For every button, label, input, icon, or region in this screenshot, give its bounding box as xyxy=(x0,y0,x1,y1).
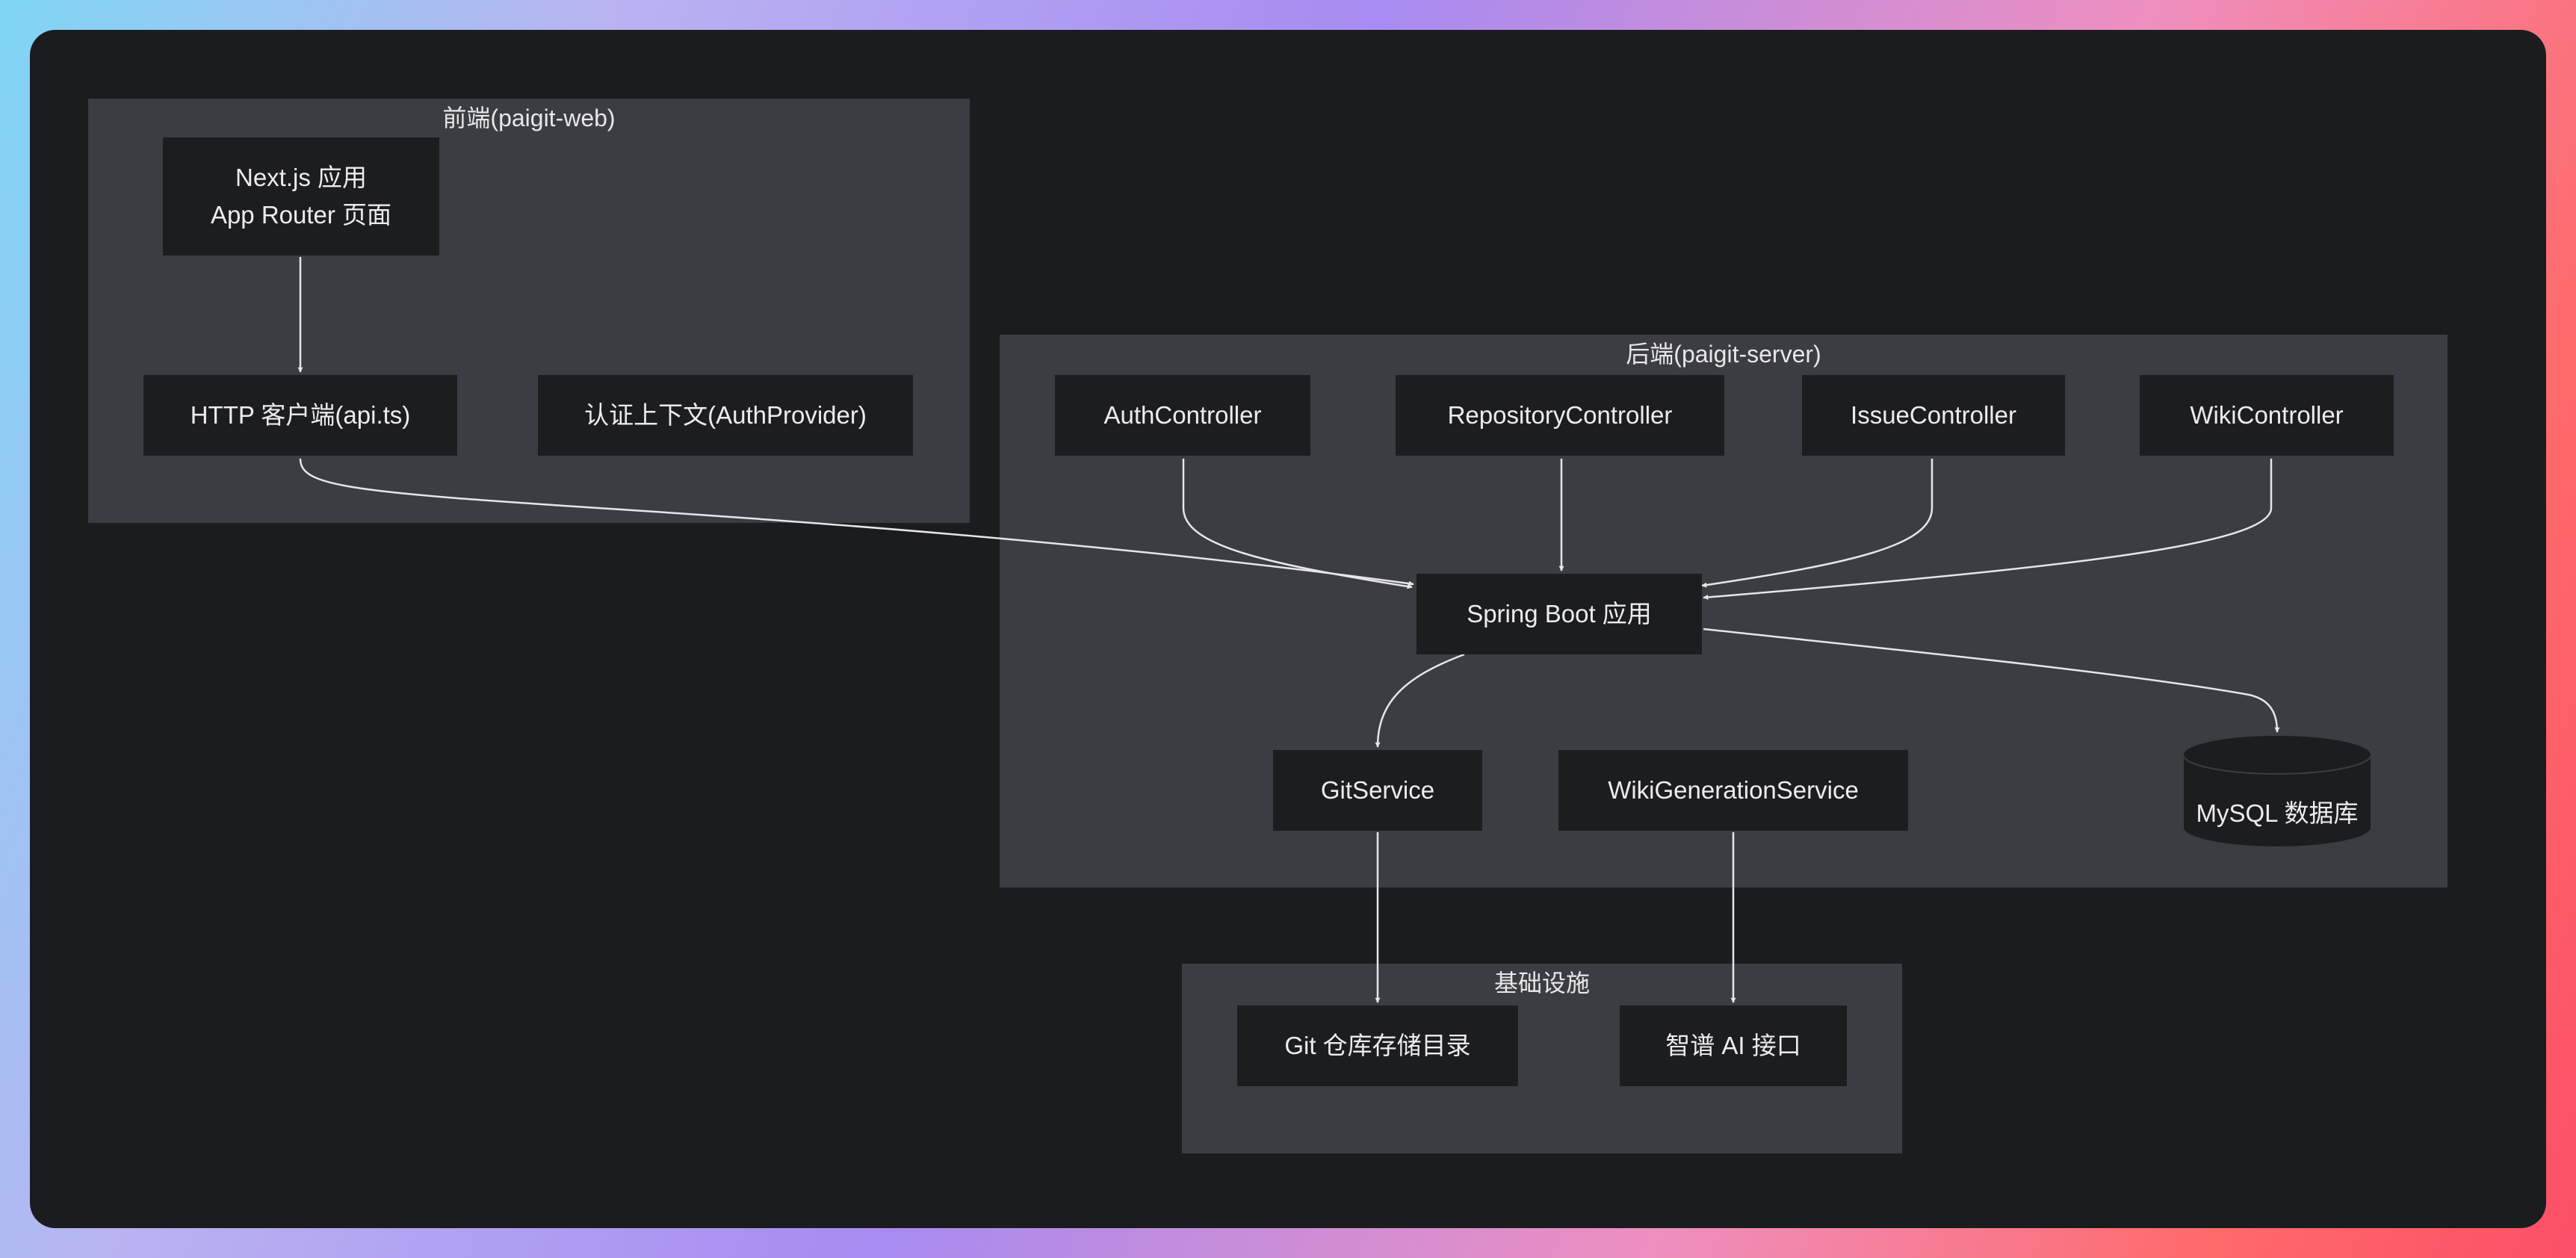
git-storage-node[interactable]: Git 仓库存储目录 xyxy=(1237,1006,1518,1086)
repository-controller-label: RepositoryController xyxy=(1447,401,1673,429)
app-router-pages-label: App Router 页面 xyxy=(210,201,392,229)
zhipu-ai-label: 智谱 AI 接口 xyxy=(1665,1032,1801,1059)
spring-boot-app-label: Spring Boot 应用 xyxy=(1467,600,1652,628)
wiki-generation-service-node[interactable]: WikiGenerationService xyxy=(1558,750,1908,831)
git-storage-label: Git 仓库存储目录 xyxy=(1284,1032,1471,1059)
mysql-database-node[interactable]: MySQL 数据库 xyxy=(2182,734,2373,849)
spring-boot-app-node[interactable]: Spring Boot 应用 xyxy=(1417,574,1702,654)
wiki-controller-label: WikiController xyxy=(2190,401,2344,429)
http-client-label: HTTP 客户端(api.ts) xyxy=(190,401,411,429)
auth-controller-label: AuthController xyxy=(1103,401,1262,429)
edge-auth-controller-to-spring-boot xyxy=(1182,459,1413,589)
backend-cluster-title: 后端(paigit-server) xyxy=(1626,341,1821,368)
infrastructure-cluster-title: 基础设施 xyxy=(1493,970,1590,997)
database-cylinder-icon xyxy=(2182,734,2372,848)
frontend-cluster-title: 前端(paigit-web) xyxy=(442,105,616,131)
edge-spring-boot-to-git-service xyxy=(1375,653,1465,748)
nextjs-app-label: Next.js 应用 xyxy=(235,164,368,191)
git-service-node[interactable]: GitService xyxy=(1273,750,1482,831)
auth-provider-label: 认证上下文(AuthProvider) xyxy=(584,401,867,429)
http-client-node[interactable]: HTTP 客户端(api.ts) xyxy=(143,375,457,456)
repository-controller-node[interactable]: RepositoryController xyxy=(1396,375,1724,456)
wiki-generation-service-label: WikiGenerationService xyxy=(1608,776,1859,804)
edge-spring-boot-to-mysql xyxy=(1703,628,2280,733)
git-service-label: GitService xyxy=(1320,776,1435,804)
edge-wiki-controller-to-spring-boot xyxy=(1703,459,2273,600)
mysql-database-label: MySQL 数据库 xyxy=(2196,799,2359,827)
nextjs-app-node[interactable]: Next.js 应用 App Router 页面 xyxy=(163,137,439,255)
zhipu-ai-node[interactable]: 智谱 AI 接口 xyxy=(1620,1006,1847,1086)
issue-controller-node[interactable]: IssueController xyxy=(1802,375,2065,456)
edges-layer xyxy=(297,257,2280,1003)
edge-issue-controller-to-spring-boot xyxy=(1701,459,1933,588)
edge-http-client-to-spring-boot xyxy=(299,458,1414,586)
diagram-canvas: 前端(paigit-web) 后端(paigit-server) 基础设施 Ne… xyxy=(30,30,2546,1228)
wiki-controller-node[interactable]: WikiController xyxy=(2140,375,2394,456)
auth-controller-node[interactable]: AuthController xyxy=(1055,375,1310,456)
auth-provider-node[interactable]: 认证上下文(AuthProvider) xyxy=(538,375,913,456)
issue-controller-label: IssueController xyxy=(1851,401,2016,429)
